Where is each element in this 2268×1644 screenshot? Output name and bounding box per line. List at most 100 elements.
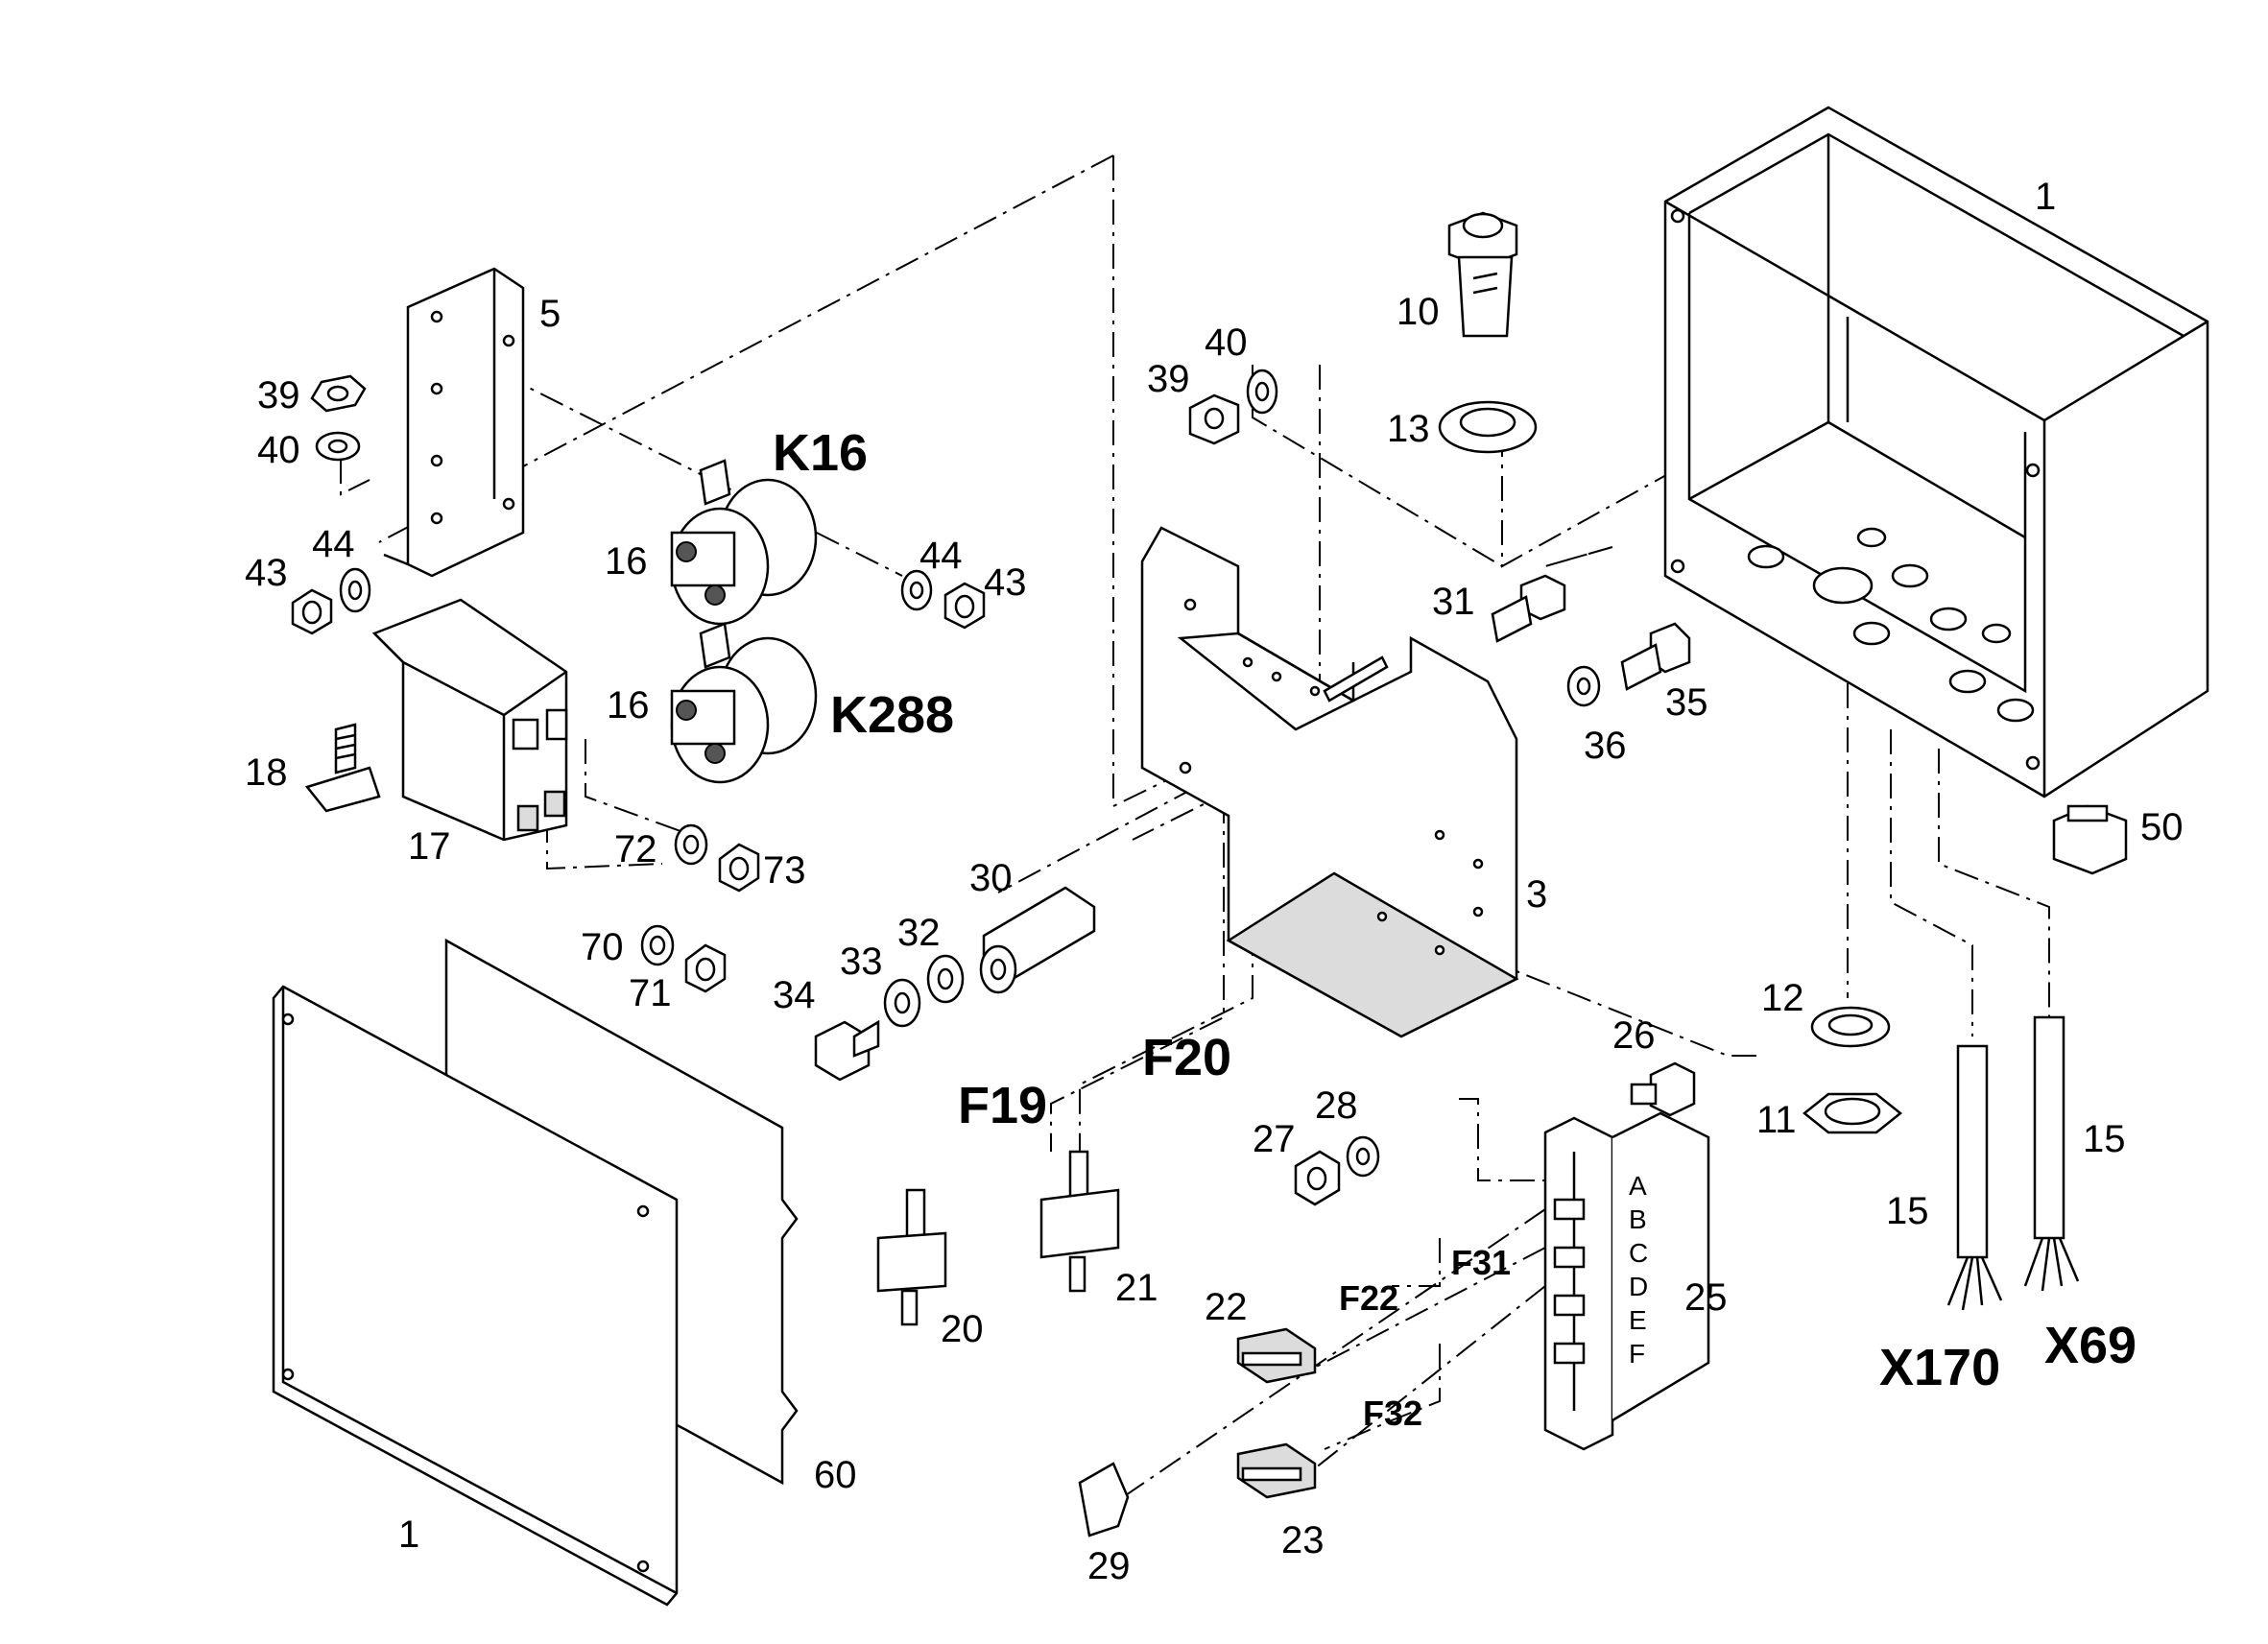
designator-labels: K16 K288 F19 F20 F22 F31 F32 X170 X69 bbox=[773, 424, 2137, 1433]
designator-f32: F32 bbox=[1363, 1394, 1422, 1433]
label-23: 23 bbox=[1281, 1519, 1325, 1561]
label-16b: 16 bbox=[607, 684, 650, 727]
relay-17 bbox=[371, 598, 568, 842]
designator-x170: X170 bbox=[1879, 1339, 2000, 1396]
label-50: 50 bbox=[2140, 806, 2184, 848]
fuse-clip-29 bbox=[1078, 1462, 1130, 1537]
strip-letter-e: E bbox=[1629, 1305, 1647, 1335]
designator-f22: F22 bbox=[1339, 1278, 1398, 1318]
washer-36 bbox=[1566, 665, 1601, 707]
designator-f31: F31 bbox=[1451, 1243, 1511, 1282]
label-10: 10 bbox=[1397, 291, 1440, 333]
locknut-11 bbox=[1802, 1092, 1903, 1134]
label-43-left: 43 bbox=[245, 552, 288, 594]
label-20: 20 bbox=[941, 1308, 984, 1350]
fuse-strip-25 bbox=[1543, 1111, 1710, 1451]
label-43-right: 43 bbox=[984, 561, 1027, 604]
strip-letter-c: C bbox=[1629, 1238, 1648, 1268]
cable-15-x69 bbox=[2023, 1015, 2080, 1292]
label-13: 13 bbox=[1387, 408, 1430, 450]
label-26: 26 bbox=[1612, 1014, 1656, 1057]
label-44-right: 44 bbox=[919, 535, 963, 577]
label-39-center: 39 bbox=[1147, 358, 1190, 400]
label-33: 33 bbox=[840, 941, 883, 983]
label-16a: 16 bbox=[605, 540, 648, 583]
cover-plate bbox=[272, 985, 679, 1607]
fuse-strip-letters: A B C D E F bbox=[1629, 1171, 1648, 1369]
nut-27 bbox=[1294, 1150, 1341, 1206]
label-40-left: 40 bbox=[257, 429, 300, 471]
label-5: 5 bbox=[539, 293, 561, 335]
housing-box bbox=[1663, 106, 2209, 798]
screw-31 bbox=[1491, 574, 1566, 643]
label-cover-1: 1 bbox=[398, 1513, 419, 1556]
nut-73 bbox=[718, 843, 760, 893]
label-39-left: 39 bbox=[257, 374, 300, 417]
label-28: 28 bbox=[1315, 1084, 1358, 1127]
label-15a: 15 bbox=[1886, 1190, 1929, 1232]
designator-f20: F20 bbox=[1142, 1029, 1231, 1086]
washer-28 bbox=[1346, 1135, 1380, 1178]
screw-18 bbox=[304, 723, 381, 813]
label-12: 12 bbox=[1761, 977, 1804, 1019]
nut-43-left bbox=[291, 588, 333, 635]
washer-40-center bbox=[1246, 369, 1278, 415]
washer-33 bbox=[883, 978, 921, 1028]
screw-34 bbox=[814, 1019, 880, 1082]
label-72: 72 bbox=[614, 828, 657, 870]
label-18: 18 bbox=[245, 751, 288, 794]
blade-fuse-22 bbox=[1236, 1327, 1317, 1384]
strip-letter-f: F bbox=[1629, 1339, 1645, 1369]
label-17: 17 bbox=[408, 825, 451, 868]
label-21: 21 bbox=[1115, 1267, 1158, 1309]
nut-71 bbox=[684, 943, 727, 993]
relay-k288 bbox=[670, 622, 818, 784]
spacer-30 bbox=[979, 886, 1096, 994]
strip-letter-a: A bbox=[1629, 1171, 1647, 1201]
cable-15-x170 bbox=[1946, 1044, 2003, 1311]
blade-fuse-23 bbox=[1236, 1442, 1317, 1499]
label-25: 25 bbox=[1684, 1276, 1728, 1319]
washer-40-left bbox=[315, 431, 361, 462]
spacer-26 bbox=[1630, 1061, 1696, 1117]
bracket-5 bbox=[383, 267, 525, 578]
label-29: 29 bbox=[1087, 1545, 1131, 1587]
cable-gland-10 bbox=[1447, 211, 1518, 338]
designator-x69: X69 bbox=[2044, 1317, 2137, 1374]
label-15b: 15 bbox=[2083, 1118, 2126, 1160]
washer-44-left bbox=[339, 567, 371, 613]
washer-72 bbox=[674, 823, 708, 866]
mounting-plate-3 bbox=[1140, 526, 1519, 1038]
washer-32 bbox=[926, 954, 965, 1004]
designator-f19: F19 bbox=[958, 1077, 1047, 1134]
nut-43-right bbox=[943, 582, 986, 630]
label-11: 11 bbox=[1756, 1099, 1797, 1141]
designator-k16: K16 bbox=[773, 424, 868, 482]
label-60: 60 bbox=[814, 1454, 857, 1496]
relay-k16 bbox=[670, 459, 818, 626]
designator-k288: K288 bbox=[830, 686, 954, 744]
washer-44-right bbox=[900, 569, 933, 611]
label-housing-1: 1 bbox=[2035, 176, 2056, 218]
label-3: 3 bbox=[1526, 873, 1547, 916]
label-71: 71 bbox=[629, 972, 672, 1014]
label-70: 70 bbox=[581, 926, 624, 968]
label-31: 31 bbox=[1432, 581, 1475, 623]
label-30: 30 bbox=[969, 857, 1013, 899]
fuse-holder-21 bbox=[1039, 1150, 1120, 1293]
washer-12 bbox=[1810, 1006, 1891, 1048]
washer-13 bbox=[1438, 400, 1538, 454]
label-34: 34 bbox=[773, 974, 816, 1016]
nut-39-left bbox=[310, 374, 367, 413]
nut-39-center bbox=[1188, 393, 1240, 445]
label-40-center: 40 bbox=[1205, 322, 1248, 364]
strip-letter-b: B bbox=[1629, 1204, 1647, 1234]
washer-70 bbox=[640, 924, 675, 966]
strip-letter-d: D bbox=[1629, 1272, 1648, 1301]
label-35: 35 bbox=[1665, 681, 1708, 724]
part-labels: 1 1 3 5 10 11 12 13 15 15 16 16 17 18 20… bbox=[245, 176, 2184, 1587]
label-73: 73 bbox=[763, 849, 806, 892]
label-27: 27 bbox=[1253, 1118, 1296, 1160]
fuse-holder-20 bbox=[876, 1188, 947, 1326]
